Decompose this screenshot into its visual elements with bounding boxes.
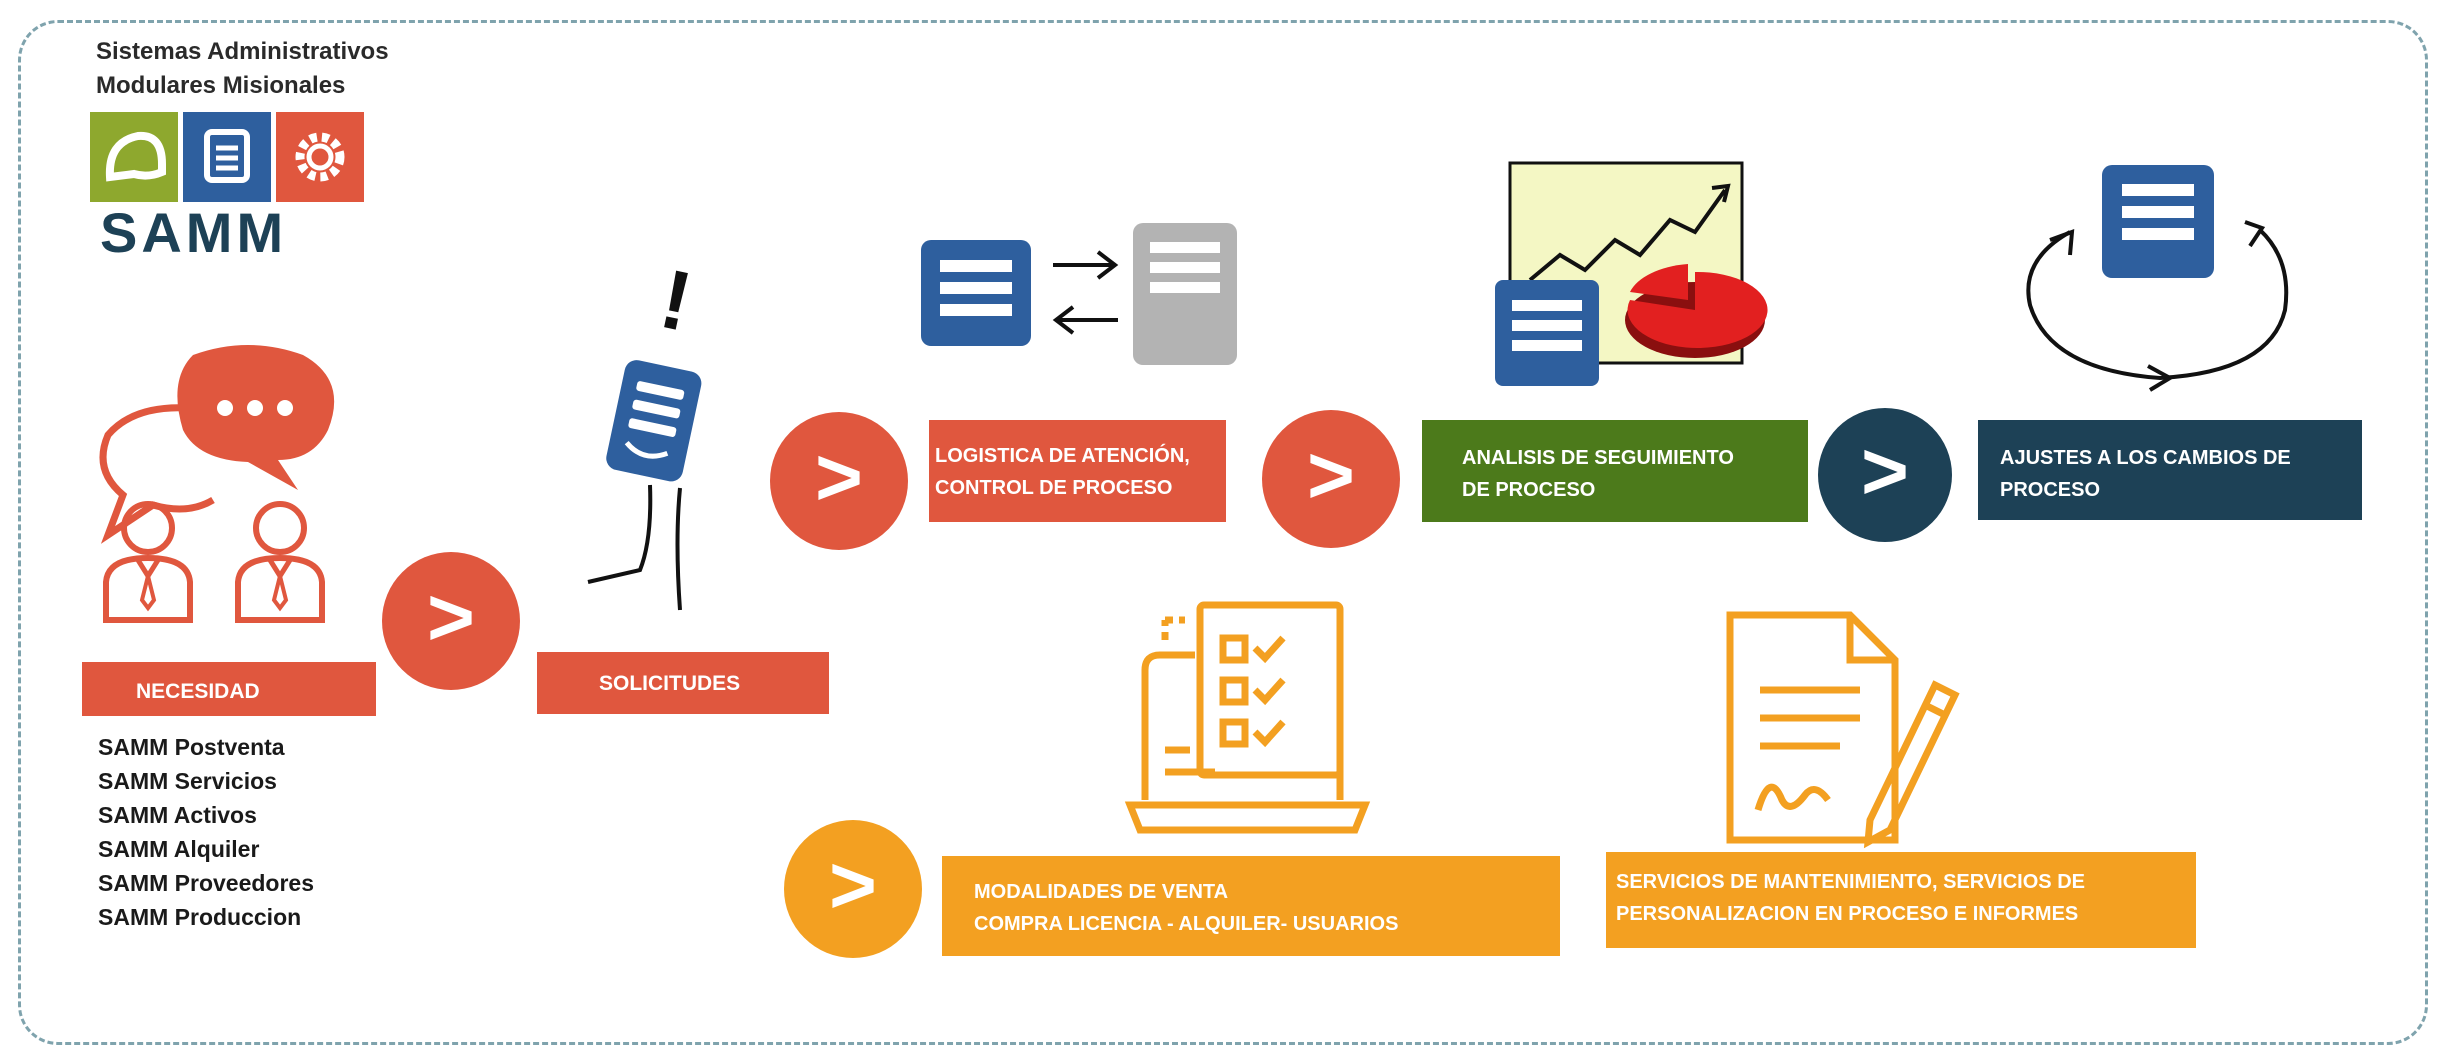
step-servicios: SERVICIOS DE MANTENIMIENTO, SERVICIOS DE… <box>1606 852 2196 948</box>
laptop-checklist-icon <box>1124 601 1371 834</box>
arrow-symbol: > <box>1861 426 1909 517</box>
growth-chart-icon <box>1495 161 1768 386</box>
helmet-icon <box>105 131 166 182</box>
gear-icon <box>295 132 345 182</box>
step-arrow-4: > <box>1818 408 1952 542</box>
step-analisis: ANALISIS DE SEGUIMIENTO DE PROCESO <box>1422 420 1808 522</box>
step-logistica-line1: LOGISTICA DE ATENCIÓN, <box>935 445 1190 467</box>
module-item: SAMM Produccion <box>98 904 302 930</box>
step-ajustes-line1: AJUSTES A LOS CAMBIOS DE <box>2000 447 2291 469</box>
module-item: SAMM Alquiler <box>98 836 260 862</box>
modules-list: SAMM Postventa SAMM Servicios SAMM Activ… <box>98 730 314 934</box>
module-item: SAMM Postventa <box>98 734 285 760</box>
arrow-symbol: > <box>815 432 863 523</box>
title-line-2: Modulares Misionales <box>96 72 346 99</box>
step-modalidades-line2: COMPRA LICENCIA - ALQUILER- USUARIOS <box>974 913 1399 935</box>
logo-text: SAMM <box>100 201 288 264</box>
step-solicitudes-label: SOLICITUDES <box>599 672 741 695</box>
step-necesidad-label: NECESIDAD <box>136 680 260 703</box>
diagram-frame <box>18 20 2428 1045</box>
step-servicios-line1: SERVICIOS DE MANTENIMIENTO, SERVICIOS DE <box>1616 871 2085 893</box>
step-ajustes-line2: PROCESO <box>2000 479 2101 501</box>
step-servicios-line2: PERSONALIZACION EN PROCESO E INFORMES <box>1616 903 2079 925</box>
step-logistica-line2: CONTROL DE PROCESO <box>935 477 1173 499</box>
module-item: SAMM Activos <box>98 802 257 828</box>
module-item: SAMM Servicios <box>98 768 277 794</box>
step-analisis-line1: ANALISIS DE SEGUIMIENTO <box>1462 447 1734 469</box>
step-necesidad: NECESIDAD <box>82 662 376 716</box>
module-item: SAMM Proveedores <box>98 870 315 896</box>
contract-pen-icon <box>1726 611 1960 849</box>
step-arrow-1: > <box>382 552 520 690</box>
logo-gear-tile <box>276 112 364 202</box>
step-arrow-3: > <box>1262 410 1400 548</box>
step-logistica: LOGISTICA DE ATENCIÓN, CONTROL DE PROCES… <box>929 420 1226 522</box>
chat-bubble-icon <box>99 345 335 544</box>
step-solicitudes: SOLICITUDES <box>537 652 829 714</box>
cycle-icon <box>2026 165 2289 392</box>
samm-logo: SAMM <box>90 112 368 264</box>
logo-helmet-tile <box>90 112 178 202</box>
arrow-symbol: > <box>1307 430 1355 521</box>
logo-doc-tile <box>183 112 271 202</box>
person-icon <box>235 501 325 623</box>
arrow-symbol: > <box>427 572 475 663</box>
person-icon <box>103 501 193 623</box>
arrow-symbol: > <box>829 840 877 931</box>
step-modalidades: MODALIDADES DE VENTA COMPRA LICENCIA - A… <box>942 856 1560 956</box>
title-line-1: Sistemas Administrativos <box>96 38 389 65</box>
step-analisis-line2: DE PROCESO <box>1462 479 1596 501</box>
step-arrow-2: > <box>770 412 908 550</box>
document-icon <box>204 129 250 183</box>
step-ajustes: AJUSTES A LOS CAMBIOS DE PROCESO <box>1978 420 2362 520</box>
step-modalidades-line1: MODALIDADES DE VENTA <box>974 881 1229 903</box>
document-exchange-icon <box>921 223 1237 365</box>
step-arrow-5: > <box>784 820 922 958</box>
walking-document-icon <box>587 360 702 611</box>
